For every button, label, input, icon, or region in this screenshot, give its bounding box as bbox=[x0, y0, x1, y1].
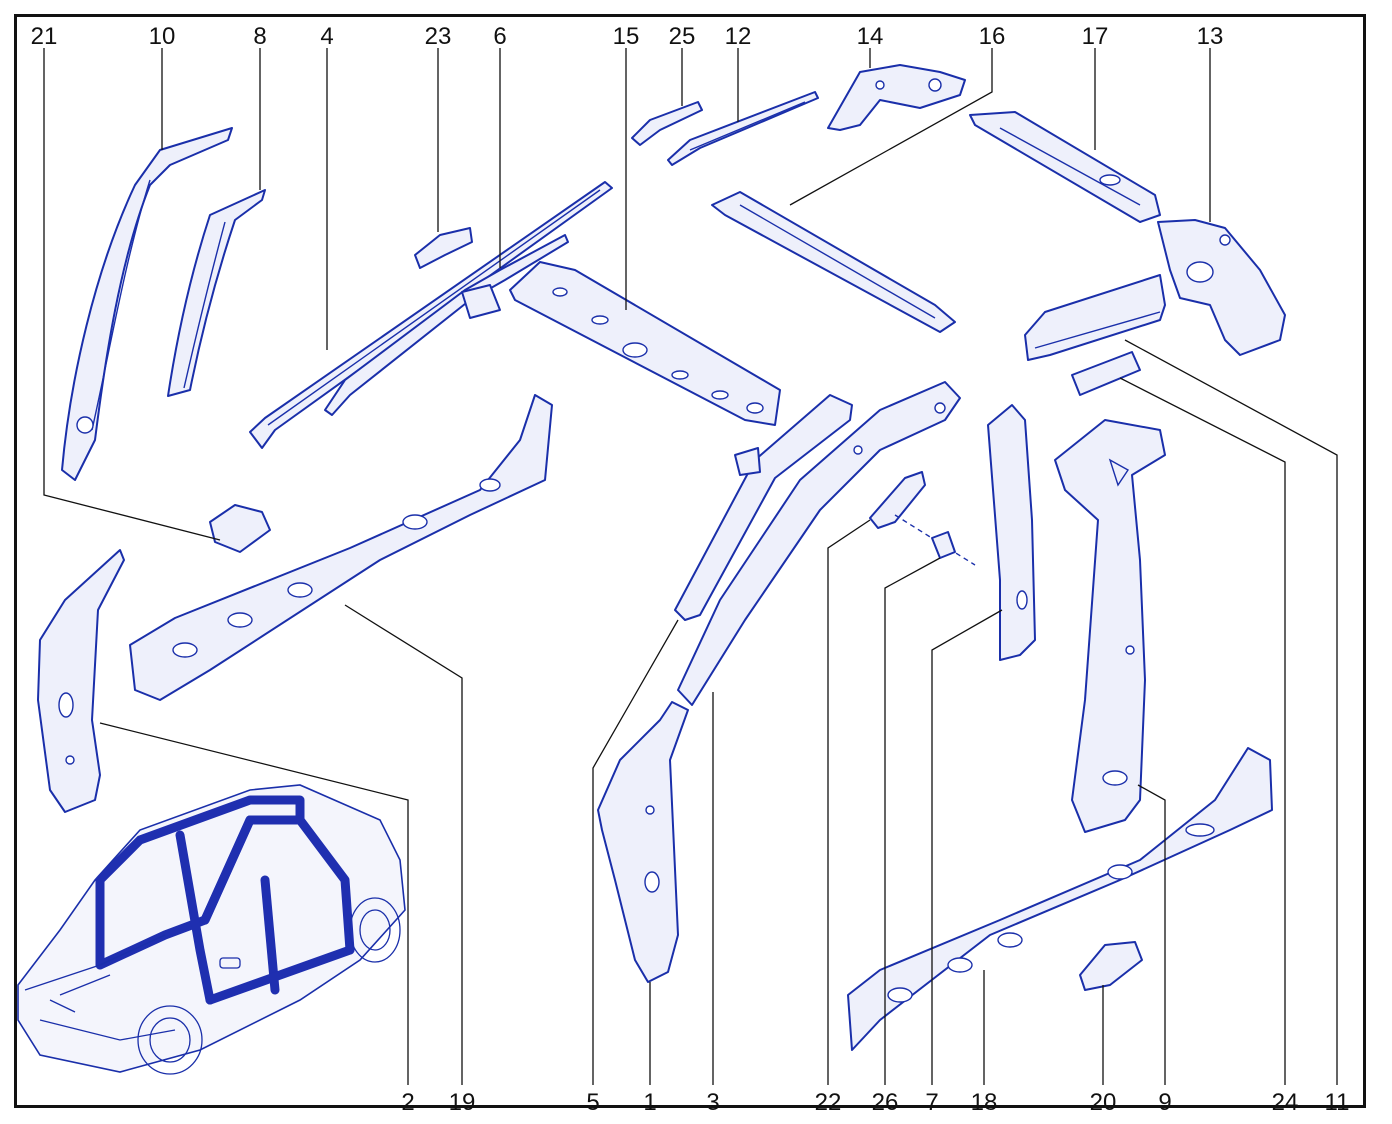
part-22-hinge-bracket bbox=[869, 471, 926, 529]
part-23-bracket bbox=[414, 227, 473, 269]
leader-5 bbox=[592, 619, 679, 1085]
callout-17: 17 bbox=[1082, 23, 1109, 50]
callout-26: 26 bbox=[872, 1089, 899, 1116]
callout-8: 8 bbox=[253, 23, 266, 50]
part-15-front-roof-crossmember bbox=[509, 261, 781, 426]
callout-14: 14 bbox=[857, 23, 884, 50]
leader-19 bbox=[344, 604, 463, 1085]
car-illustration bbox=[17, 784, 406, 1075]
callout-15: 15 bbox=[613, 23, 640, 50]
part-26-bolt bbox=[894, 514, 976, 566]
callout-12: 12 bbox=[725, 23, 752, 50]
callout-21: 21 bbox=[31, 23, 58, 50]
part-20-mount-right bbox=[1079, 941, 1143, 991]
part-10-a-pillar-outer bbox=[61, 127, 233, 481]
callout-5: 5 bbox=[586, 1089, 599, 1116]
callout-13: 13 bbox=[1197, 23, 1224, 50]
part-16-rear-roof-crossmember bbox=[711, 191, 956, 333]
callout-19: 19 bbox=[449, 1089, 476, 1116]
part-9-b-pillar-outer bbox=[1054, 419, 1166, 833]
callout-22: 22 bbox=[815, 1089, 842, 1116]
leader-26 bbox=[884, 557, 941, 1085]
leader-24 bbox=[1119, 377, 1286, 1085]
callout-4: 4 bbox=[320, 23, 333, 50]
callout-16: 16 bbox=[979, 23, 1006, 50]
callout-1: 1 bbox=[643, 1089, 656, 1116]
callout-3: 3 bbox=[706, 1089, 719, 1116]
callout-9: 9 bbox=[1158, 1089, 1171, 1116]
leader-7 bbox=[931, 609, 1003, 1085]
part-14-corner-bracket bbox=[827, 64, 966, 131]
part-7-b-pillar-inner bbox=[987, 404, 1036, 661]
part-5-a-pillar-inner bbox=[674, 394, 853, 621]
leader-21 bbox=[43, 48, 221, 541]
part-13-rear-quarter-upper bbox=[1157, 219, 1286, 356]
leader-16 bbox=[789, 48, 993, 206]
callout-25: 25 bbox=[669, 23, 696, 50]
callout-20: 20 bbox=[1090, 1089, 1117, 1116]
callout-10: 10 bbox=[149, 23, 176, 50]
leader-lines bbox=[43, 48, 1338, 1085]
callout-2: 2 bbox=[401, 1089, 414, 1116]
part-1-a-pillar-lower bbox=[597, 701, 689, 983]
leader-11 bbox=[1124, 339, 1338, 1085]
part-25-clip bbox=[631, 101, 703, 146]
part-12-rail-strip bbox=[667, 91, 819, 166]
callout-labels: 21 10 8 4 23 6 15 25 12 14 16 17 13 2 19… bbox=[31, 23, 1350, 1116]
leader-2 bbox=[99, 722, 409, 1085]
part-19-sill-left bbox=[129, 394, 553, 701]
leader-22 bbox=[827, 519, 871, 1085]
part-21-mount bbox=[209, 504, 271, 553]
part-6-roof-rail-inner bbox=[324, 234, 569, 416]
callout-24: 24 bbox=[1272, 1089, 1299, 1116]
leader-9 bbox=[1137, 784, 1166, 1085]
part-17-rear-header bbox=[969, 111, 1161, 223]
callout-23: 23 bbox=[425, 23, 452, 50]
callout-7: 7 bbox=[925, 1089, 938, 1116]
part-8-pillar-inner bbox=[167, 189, 266, 397]
part-2-front-pillar-lower bbox=[37, 549, 125, 813]
callout-11: 11 bbox=[1325, 1089, 1350, 1116]
part-18-sill-right bbox=[847, 747, 1273, 1051]
part-3-roof-side-inner bbox=[677, 381, 961, 706]
callout-18: 18 bbox=[971, 1089, 998, 1116]
part-24-rear-bracket bbox=[1071, 351, 1141, 396]
part-11-rear-panel bbox=[1024, 274, 1166, 361]
callout-6: 6 bbox=[493, 23, 506, 50]
